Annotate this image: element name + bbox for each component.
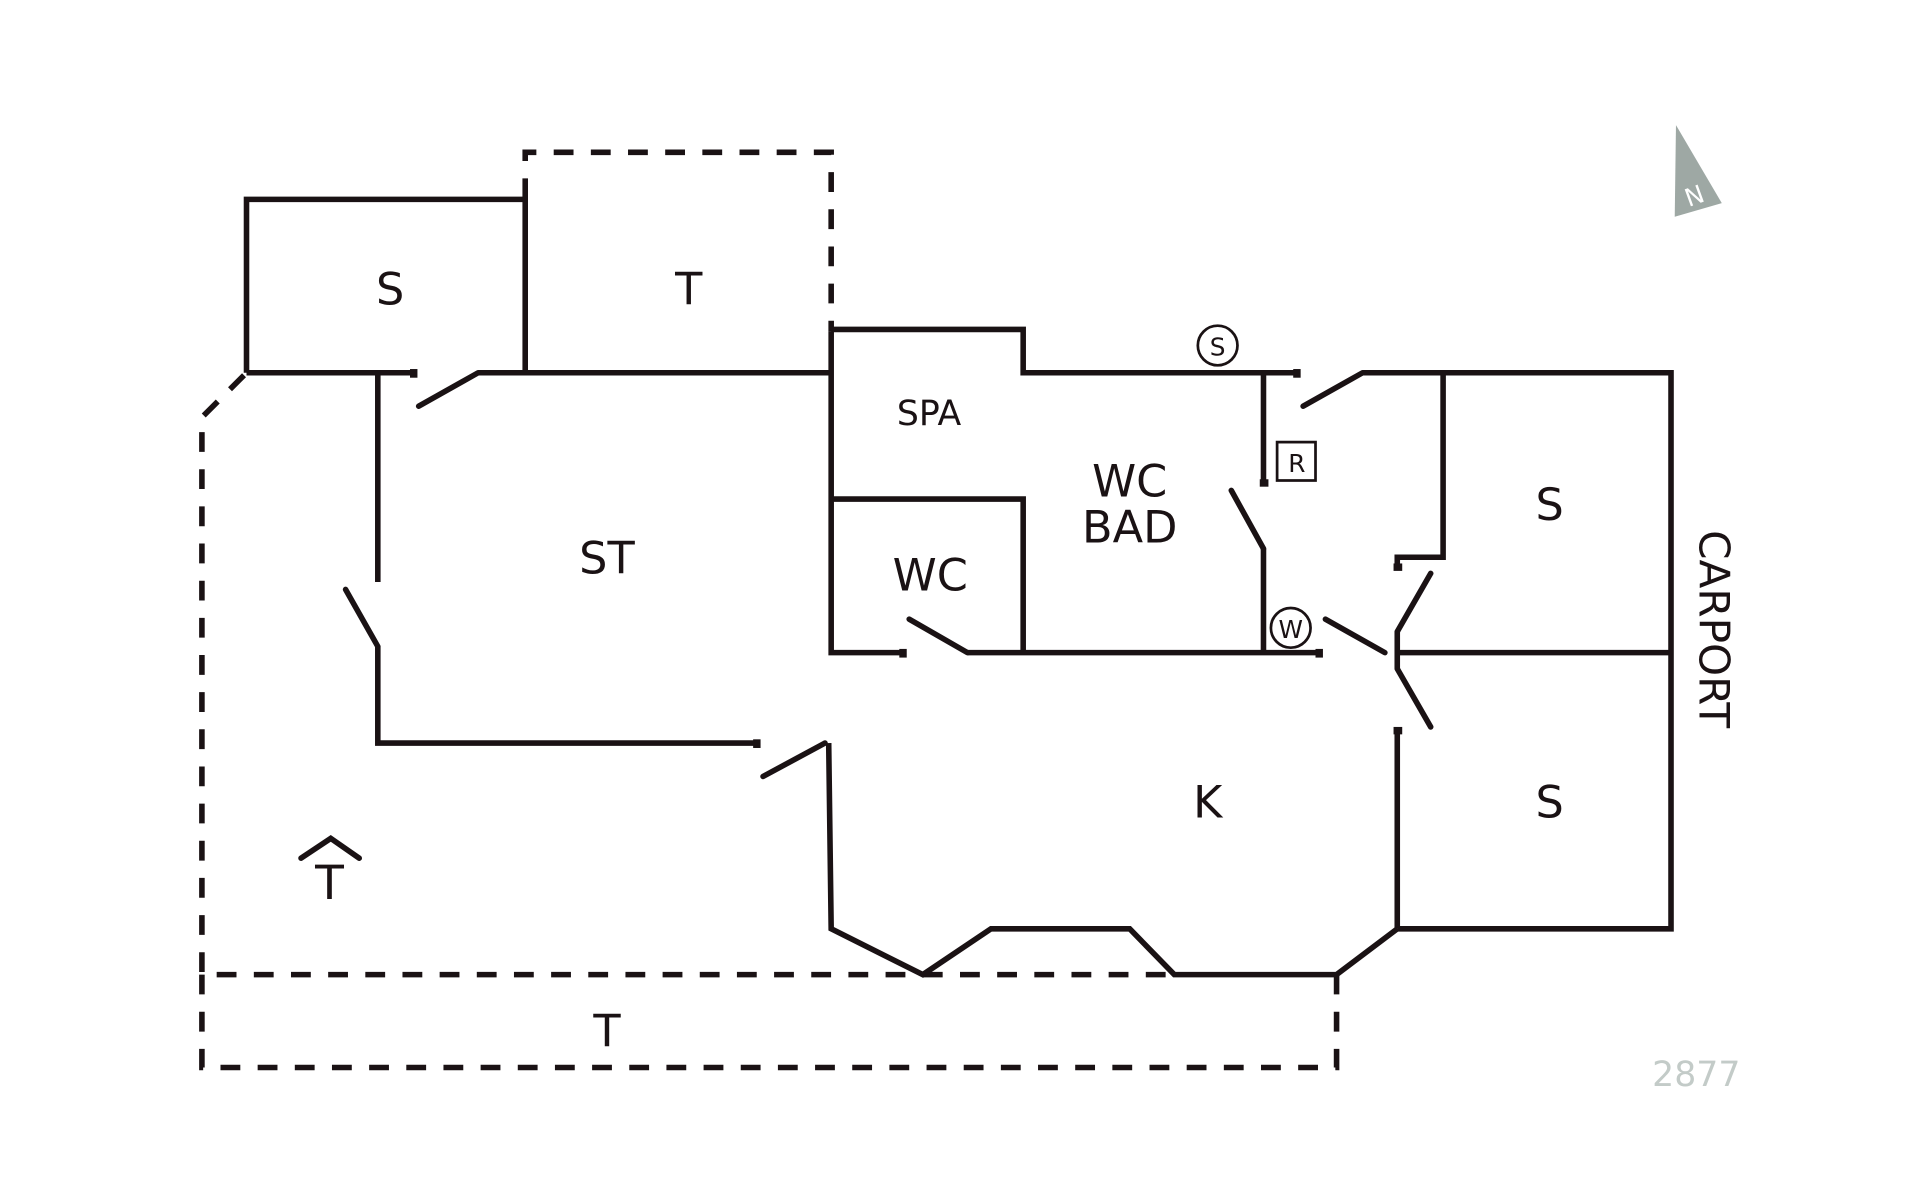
door-s-top — [1394, 570, 1434, 635]
door-s-bottom — [1394, 665, 1434, 730]
room-label-spa: SPA — [897, 394, 962, 434]
room-label-k: K — [1193, 776, 1224, 828]
room-label-s-right-top: S — [1535, 479, 1563, 531]
room-label-carport: CARPORT — [1690, 530, 1739, 728]
room-label-wc-bad-2: BAD — [1082, 501, 1177, 553]
terrace-entrance-symbol: T — [298, 835, 363, 911]
room-label-st: ST — [579, 532, 635, 584]
s-room-inner-wall — [1394, 372, 1446, 568]
fixture-symbols: S R W — [1196, 324, 1317, 650]
door-wc — [906, 616, 971, 656]
room-label-s-top-left: S — [376, 264, 404, 316]
w-circle-symbol: W — [1269, 606, 1312, 650]
door-hall-north — [1300, 369, 1366, 409]
s-circle-symbol: S — [1196, 324, 1239, 367]
reference-number: 2877 — [1652, 1055, 1740, 1095]
s-circle-label: S — [1210, 332, 1226, 361]
door-hall-w — [1322, 616, 1388, 656]
room-label-wc-bad-1: WC — [1092, 456, 1167, 508]
r-square-label: R — [1288, 449, 1305, 478]
spa-wall — [828, 331, 904, 656]
bottom-terrace-outline — [199, 974, 1340, 1071]
k-west-wall — [825, 742, 1399, 978]
terrace-outlines — [199, 149, 1340, 1071]
top-terrace-outline — [522, 149, 834, 332]
room-label-s-right-bottom: S — [1535, 776, 1563, 828]
room-label-t-top: T — [674, 264, 703, 316]
s-room-wall — [243, 196, 528, 373]
w-circle-label: W — [1278, 615, 1303, 644]
roof-chevron-icon — [298, 835, 363, 861]
north-arrow-icon: N — [1674, 125, 1722, 217]
door-st-south — [760, 740, 828, 780]
st-south-wall — [375, 646, 757, 746]
doors — [342, 369, 1434, 780]
room-labels: S T SPA ST WC WC BAD S S K T CARPORT — [376, 264, 1738, 1058]
door-st-west — [342, 586, 381, 650]
spa-top-wall — [831, 326, 1297, 376]
walls — [243, 196, 1674, 978]
r-square-symbol: R — [1275, 440, 1317, 482]
terrace-symbol-label: T — [314, 856, 344, 911]
door-north — [415, 369, 481, 409]
left-terrace-outline — [199, 373, 923, 978]
room-label-t-bottom: T — [592, 1005, 621, 1057]
wc-room-wall — [831, 496, 1026, 653]
wall-caps — [410, 369, 1403, 748]
door-bath — [1228, 487, 1267, 552]
room-label-wc: WC — [893, 550, 968, 602]
